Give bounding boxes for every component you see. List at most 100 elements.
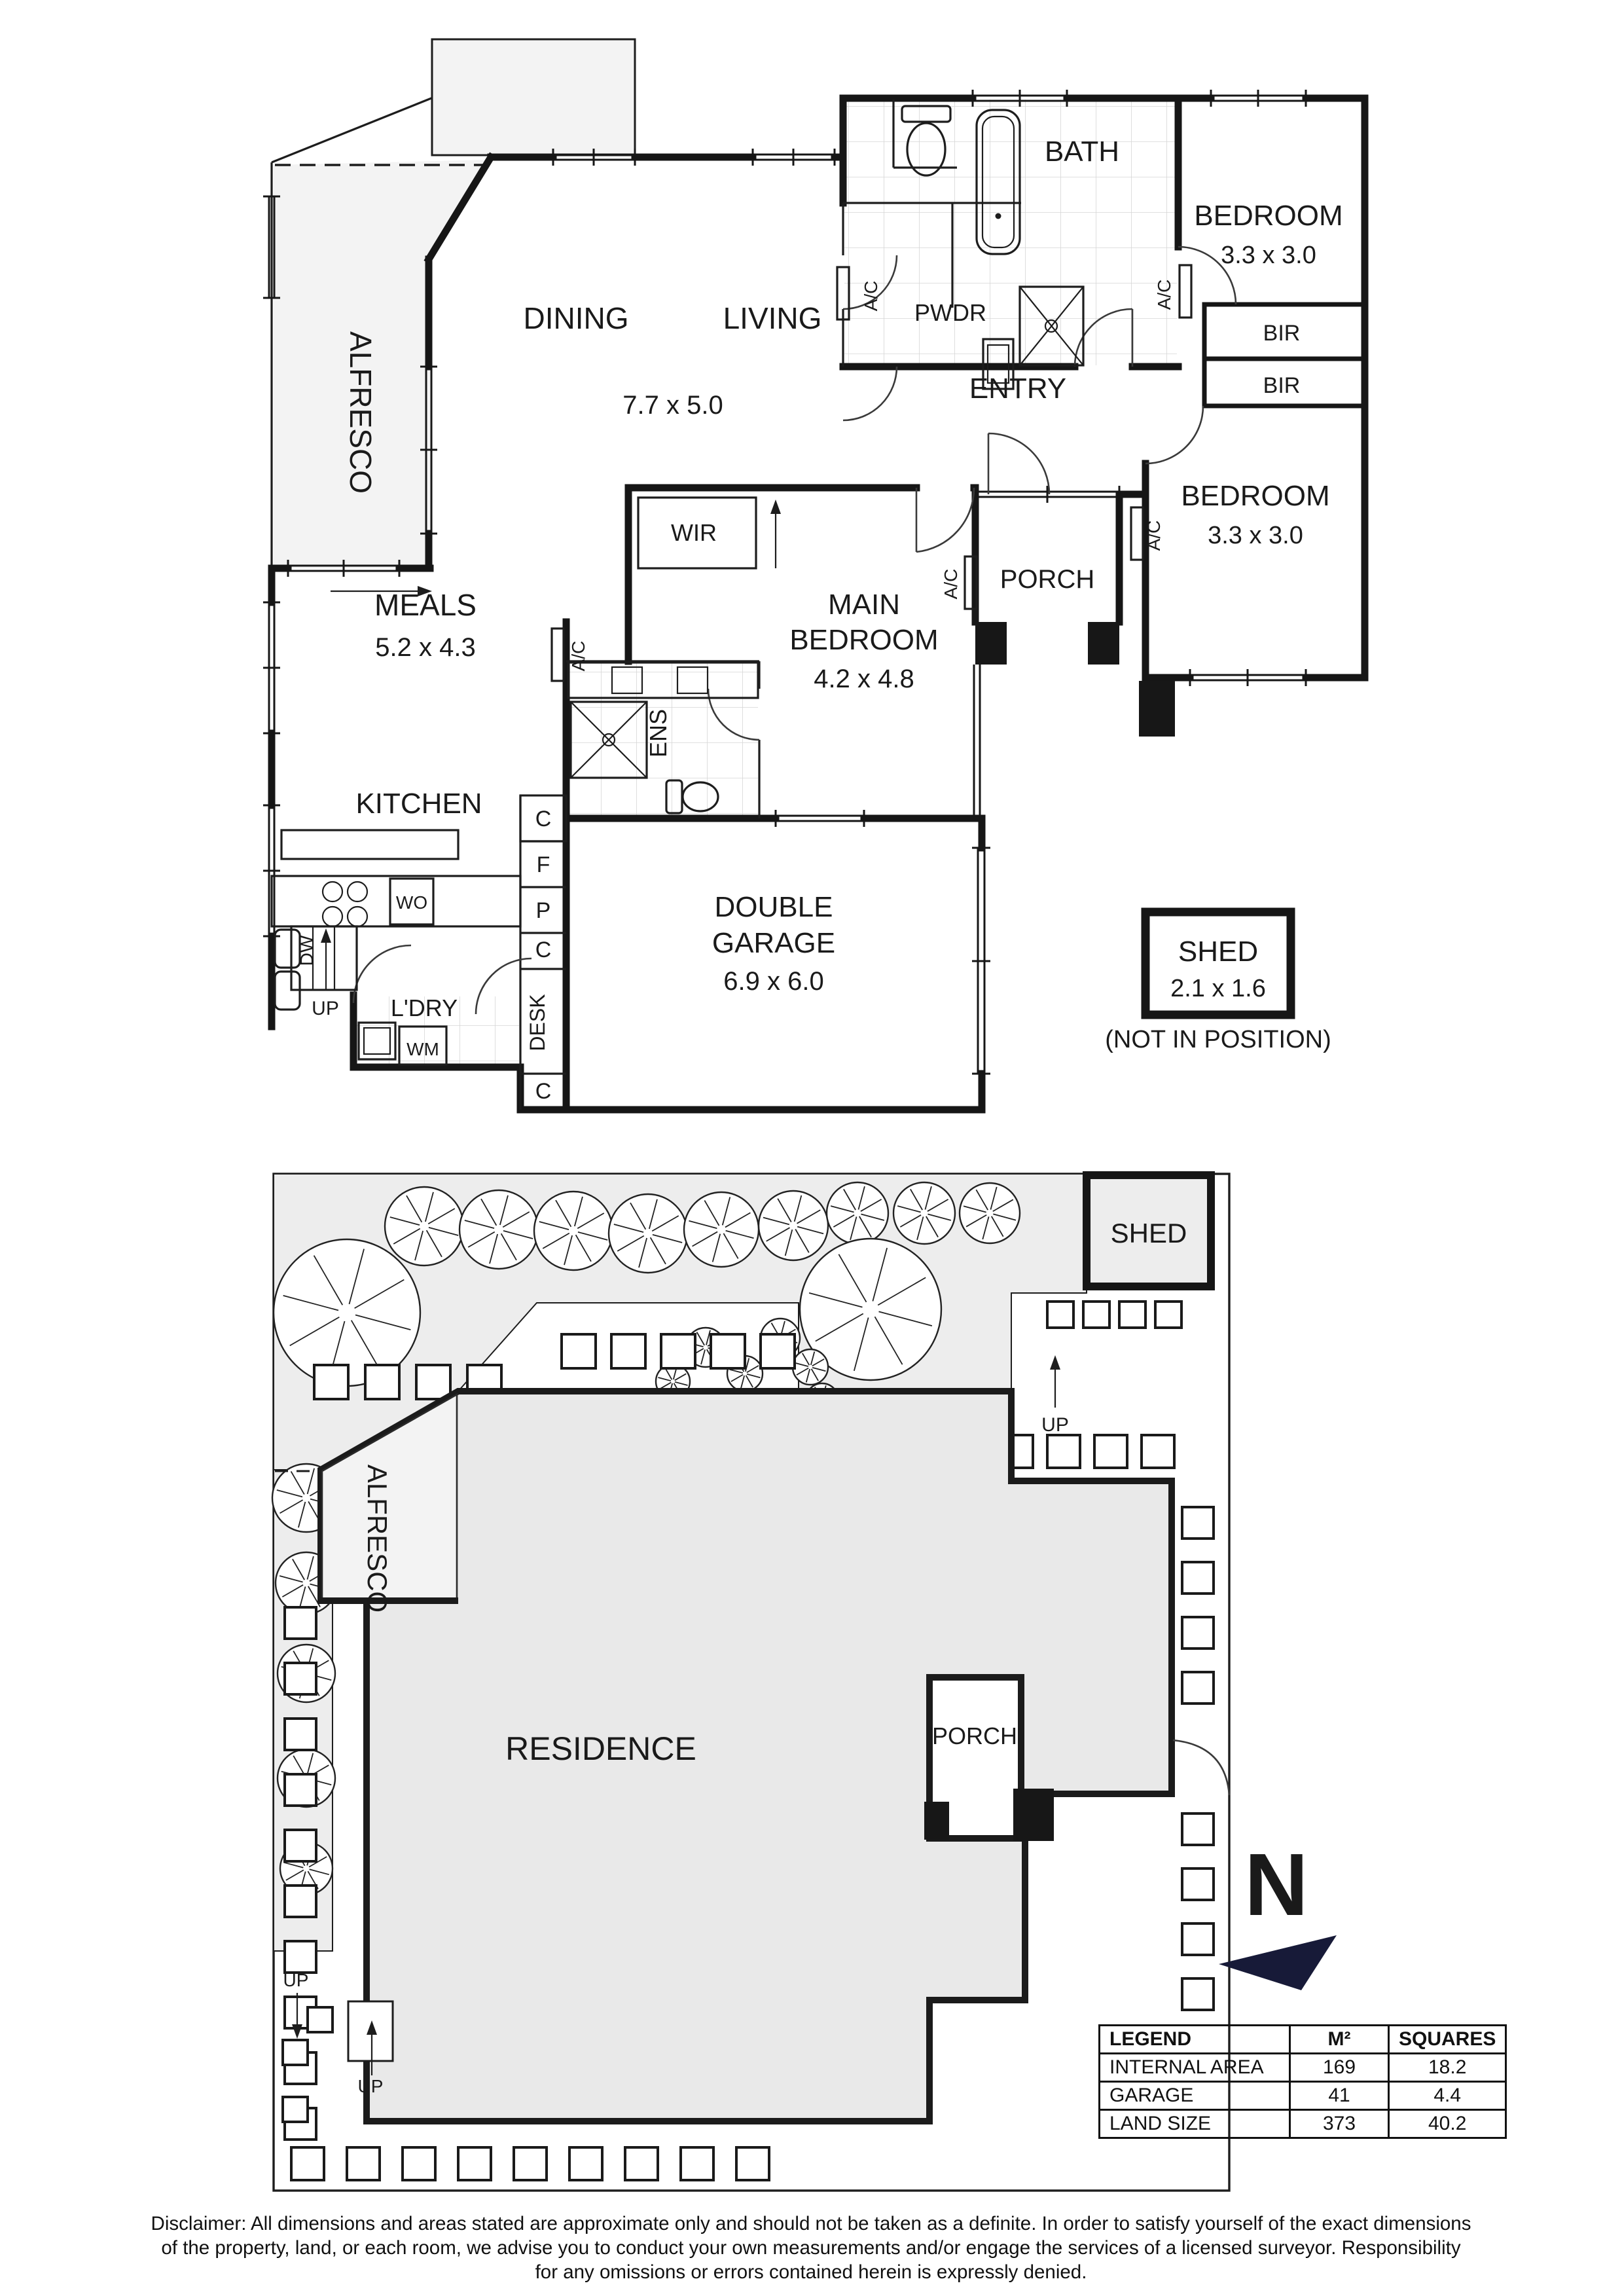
legend-header-name: LEGEND [1098,2024,1291,2054]
paver-tile [283,1829,317,1863]
paver-tile [1082,1300,1111,1329]
room-label-wir: WIR [671,519,717,546]
shed-site [1083,1171,1215,1290]
label-desk: DESK [526,994,549,1051]
site-arrows [292,1355,1060,2075]
room-label-garage-1: DOUBLE [715,891,833,923]
porch-post [1088,622,1119,665]
paver-tile [759,1333,796,1370]
label-up-site-2: UP [358,2076,384,2096]
dim-shed: 2.1 x 1.6 [1170,975,1266,1002]
tree-symbol [272,1238,422,1387]
legend-row-landsize: LAND SIZE 373 40.2 [1098,2109,1507,2139]
toilet-tank [901,105,952,123]
legend-cell: INTERNAL AREA [1098,2052,1291,2083]
wall-pillar [1139,681,1175,737]
room-label-living: LIVING [723,301,822,335]
room-label-porch: PORCH [1000,565,1094,594]
paver-tile [560,1333,597,1370]
paver-tile [1118,1300,1147,1329]
legend-cell: 41 [1289,2081,1390,2111]
fixtures [270,105,1193,1066]
room-label-pwdr: PWDR [914,299,986,326]
disclaimer: Disclaimer: All dimensions and areas sta… [0,2212,1622,2284]
paver-tile [283,1940,317,1974]
label-up-stairs: UP [312,998,339,1019]
floor-plan: ALFRESCO DINING LIVING 7.7 x 5.0 BATH PW… [263,38,1369,1114]
walls-thick [268,94,1369,1114]
legend-header-m2: M² [1289,2024,1390,2054]
paver-tile [710,1333,746,1370]
windows [263,90,1307,1075]
vanity-pwdr [982,338,1015,390]
room-label-bath: BATH [1045,136,1119,168]
dim-bedroom2: 3.3 x 3.0 [1208,522,1303,549]
room-label-meals: MEALS [374,588,477,622]
gate-arc [1172,1739,1231,1796]
tree-symbol [825,1181,890,1245]
paver-tile [1046,1300,1075,1329]
label-alfresco-site: ALFRESCO [362,1465,393,1613]
paver-tile [281,2096,309,2123]
dim-main-bedroom: 4.2 x 4.8 [814,665,914,693]
paver-tile [568,2146,604,2181]
paver-tile [610,1333,647,1370]
label-ac-porch: A/C [941,569,961,600]
paver-tile [735,2146,770,2181]
label-porch-site: PORCH [932,1722,1017,1749]
room-label-kitchen: KITCHEN [355,788,482,820]
tree-symbol [791,1348,829,1386]
north-pointer [1219,1935,1337,1990]
paver-tile [624,2146,659,2181]
label-shed-site: SHED [1111,1218,1187,1248]
tree-symbol [683,1191,760,1268]
paver-tile [346,2146,381,2181]
kitchen-fixtures [270,829,522,1011]
paver-tile [679,2146,715,2181]
roof-edge-line [271,97,432,164]
label-shed-fp: SHED [1178,936,1258,968]
paver-tile [660,1333,696,1370]
room-label-alfresco: ALFRESCO [344,331,378,494]
tree-symbol [384,1186,465,1267]
paver-tile [1093,1434,1128,1469]
paver-tile [364,1364,401,1400]
legend-cell: 18.2 [1387,2052,1507,2083]
label-pantry: P [536,898,551,923]
ens-fixtures [567,661,759,814]
paver-tile [313,1364,350,1400]
label-bir-1: BIR [1263,321,1301,346]
flow-arrows [321,500,781,990]
paver-tile [281,2039,309,2066]
tree-symbol [533,1190,614,1271]
tree-symbol [607,1193,689,1274]
room-label-bedroom1: BEDROOM [1194,200,1343,232]
toilet-icon [906,122,946,177]
north-letter: N [1244,1835,1308,1934]
porch-post-site [924,1802,949,1840]
label-bir-2: BIR [1263,373,1301,398]
label-wm: WM [406,1039,439,1059]
roof-overhang [431,38,636,156]
laundry-tub [357,1021,397,1061]
legend-cell: 373 [1289,2109,1390,2139]
stairs-icon [290,925,358,991]
tree-symbol [958,1182,1021,1245]
paver-tile [283,1662,317,1696]
room-label-bedroom2: BEDROOM [1181,480,1329,512]
room-label-main-bedroom-2: BEDROOM [789,624,938,656]
alfresco-area [274,160,491,568]
room-label-main-bedroom-1: MAIN [828,589,900,621]
paver-tile [1140,1434,1176,1469]
label-dw: DW [297,935,317,966]
legend-cell: LAND SIZE [1098,2109,1291,2139]
label-ac-bedroom2: A/C [1144,520,1164,551]
room-label-entry: ENTRY [969,373,1066,405]
paver-tile [283,1884,317,1918]
label-up-site-top: UP [1041,1414,1069,1436]
paver-tile [1046,1434,1081,1469]
paver-tile [513,2146,548,2181]
walls-thin [519,100,1021,1110]
legend-cell: 40.2 [1387,2109,1507,2139]
